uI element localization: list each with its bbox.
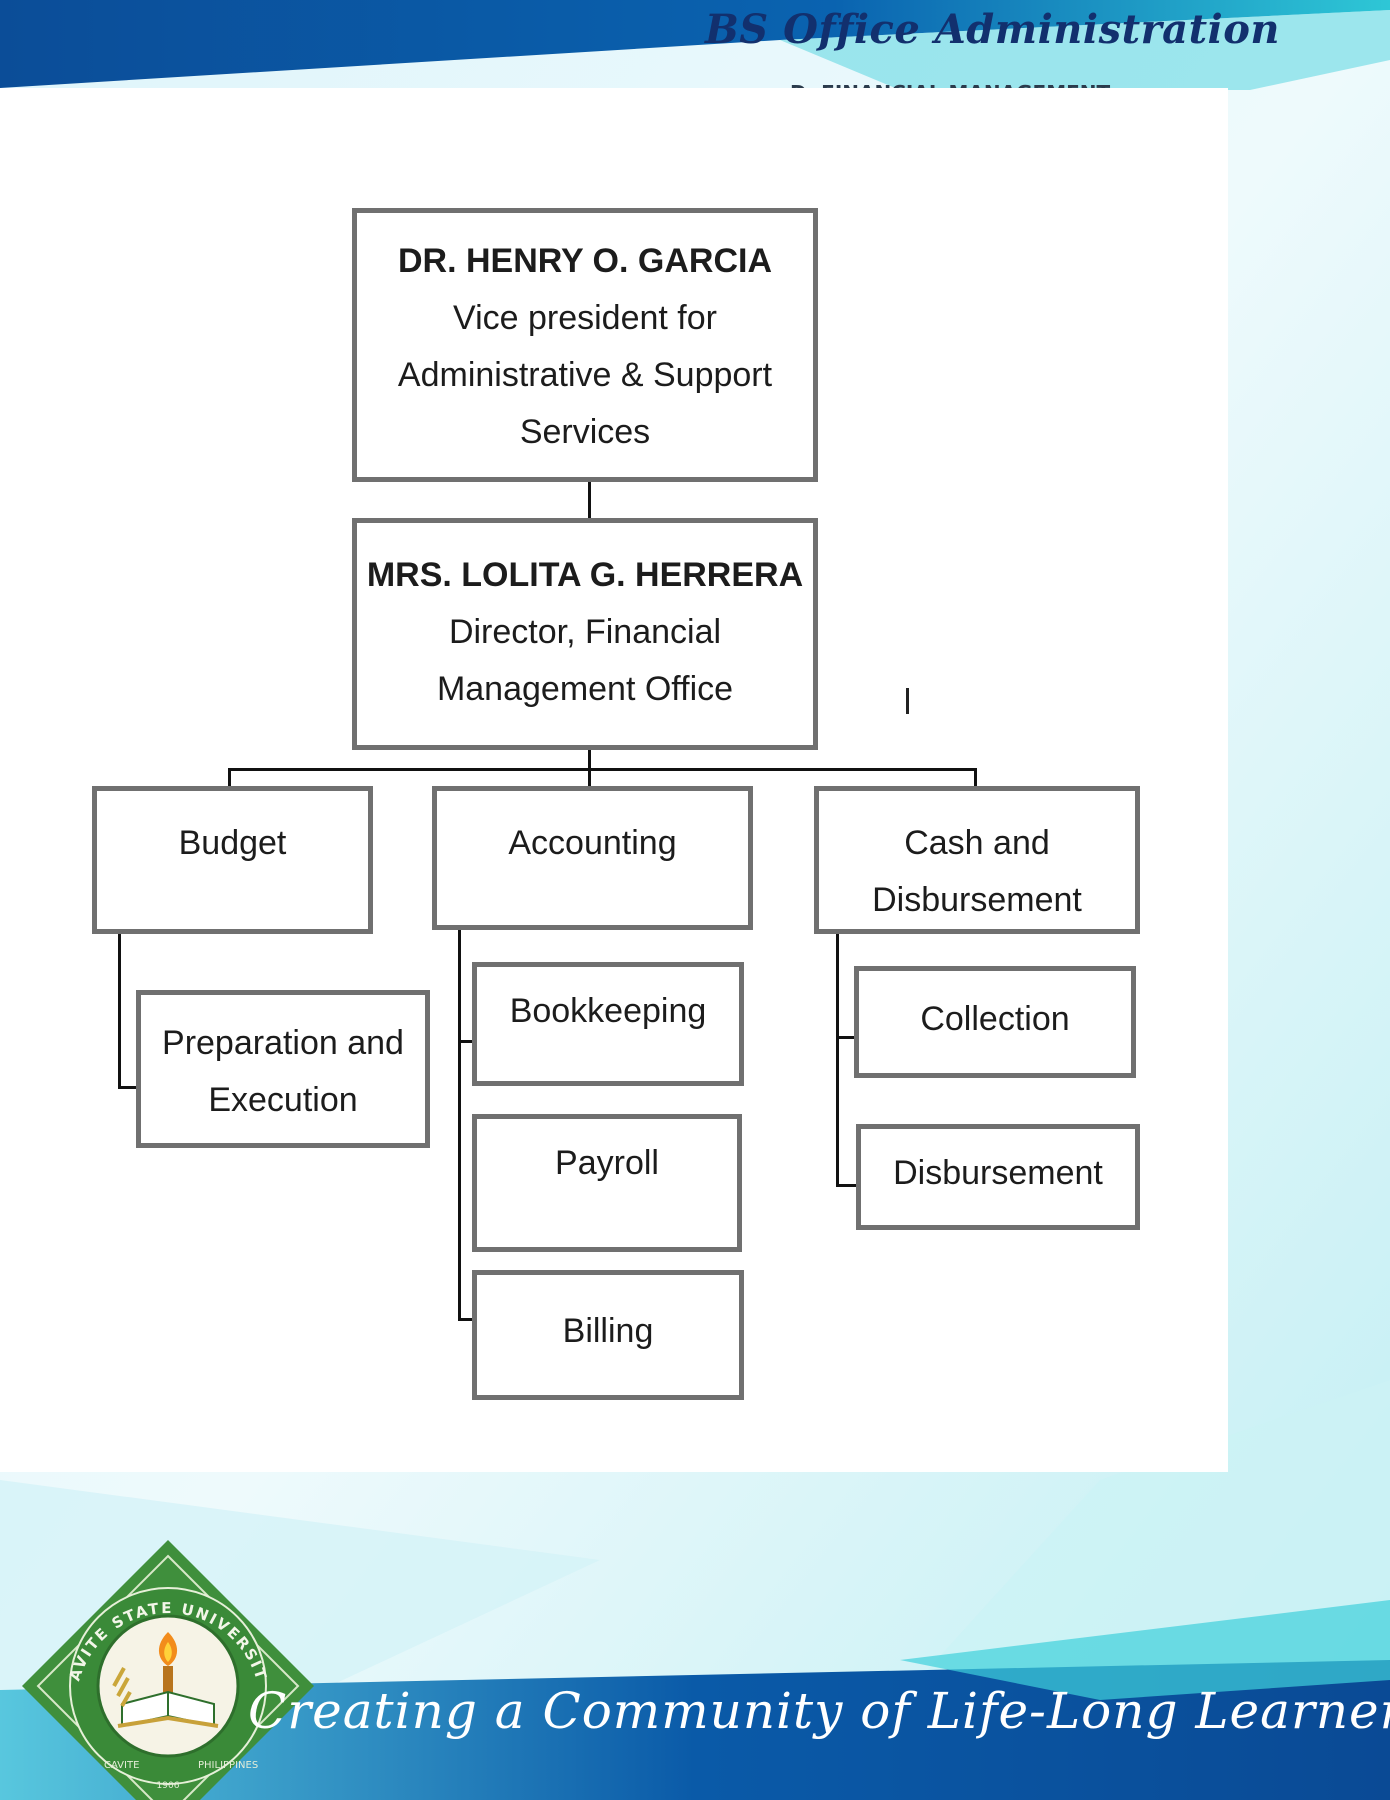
node-unit-preparation-line-1: Preparation and	[162, 1024, 404, 1062]
university-seal-icon: CAVITE STATE UNIVERSITY CAVITE PHILIPPIN…	[18, 1536, 314, 1800]
connector-billing	[458, 1318, 478, 1321]
connector-director-bus	[588, 748, 591, 770]
node-unit-collection: Collection	[854, 966, 1136, 1078]
connector-bus-accounting	[588, 768, 591, 798]
node-dept-cash: Cash and Disbursement	[814, 786, 1140, 934]
node-director-role-line-2: Management Office	[436, 670, 734, 708]
connector-budget-spine	[118, 934, 121, 1089]
node-dept-budget-label: Budget	[178, 824, 287, 862]
connector-collection	[836, 1036, 858, 1039]
node-unit-collection-label: Collection	[920, 1000, 1070, 1038]
node-unit-disbursement-label: Disbursement	[893, 1154, 1103, 1192]
node-vp-role-line-1: Vice president for	[453, 299, 717, 337]
node-dept-cash-label-line-2: Disbursement	[872, 881, 1082, 919]
program-title: BS Office Administration	[704, 6, 1280, 53]
seal-ring-right-text: PHILIPPINES	[198, 1760, 258, 1771]
node-dept-accounting: Accounting	[432, 786, 753, 930]
node-unit-payroll-label: Payroll	[555, 1144, 659, 1182]
connector-accounting-spine	[458, 928, 461, 1320]
connector-bus-budget	[228, 768, 231, 798]
seal-ring-left-text: CAVITE	[104, 1760, 139, 1771]
section-title: D. FINANCIAL MANAGEMENT	[790, 76, 1230, 88]
node-vp-role-line-3: Services	[519, 413, 651, 451]
node-unit-billing-label: Billing	[562, 1312, 654, 1350]
node-unit-billing: Billing	[472, 1270, 744, 1400]
node-unit-payroll: Payroll	[472, 1114, 742, 1252]
node-dept-accounting-label: Accounting	[508, 824, 677, 862]
seal-year-text: 1906	[157, 1781, 180, 1791]
node-dept-cash-label-line-1: Cash and	[904, 824, 1050, 862]
node-director-name: MRS. LOLITA G. HERRERA	[366, 556, 804, 594]
connector-bookkeeping	[458, 1040, 478, 1043]
node-vp-role-line-2: Administrative & Support	[397, 356, 773, 394]
node-unit-disbursement: Disbursement	[856, 1124, 1140, 1230]
node-unit-bookkeeping: Bookkeeping	[472, 962, 744, 1086]
connector-cash-spine	[836, 934, 839, 1187]
node-vp: DR. HENRY O. GARCIA Vice president for A…	[352, 208, 818, 482]
connector-budget-unit	[118, 1086, 140, 1089]
footer-tagline: Creating a Community of Life-Long Learne…	[248, 1682, 1390, 1740]
node-director: MRS. LOLITA G. HERRERA Director, Financi…	[352, 518, 818, 750]
node-unit-preparation-line-2: Execution	[208, 1081, 358, 1119]
node-unit-preparation: Preparation and Execution	[136, 990, 430, 1148]
node-director-role-line-1: Director, Financial	[448, 613, 722, 651]
stray-mark	[906, 688, 909, 714]
node-dept-budget: Budget	[92, 786, 373, 934]
connector-bus-cash	[974, 768, 977, 798]
node-vp-name: DR. HENRY O. GARCIA	[397, 242, 773, 280]
node-unit-bookkeeping-label: Bookkeeping	[509, 992, 707, 1030]
connector-disbursement	[836, 1184, 860, 1187]
connector-top-director	[588, 480, 591, 520]
connector-bus	[228, 768, 977, 771]
